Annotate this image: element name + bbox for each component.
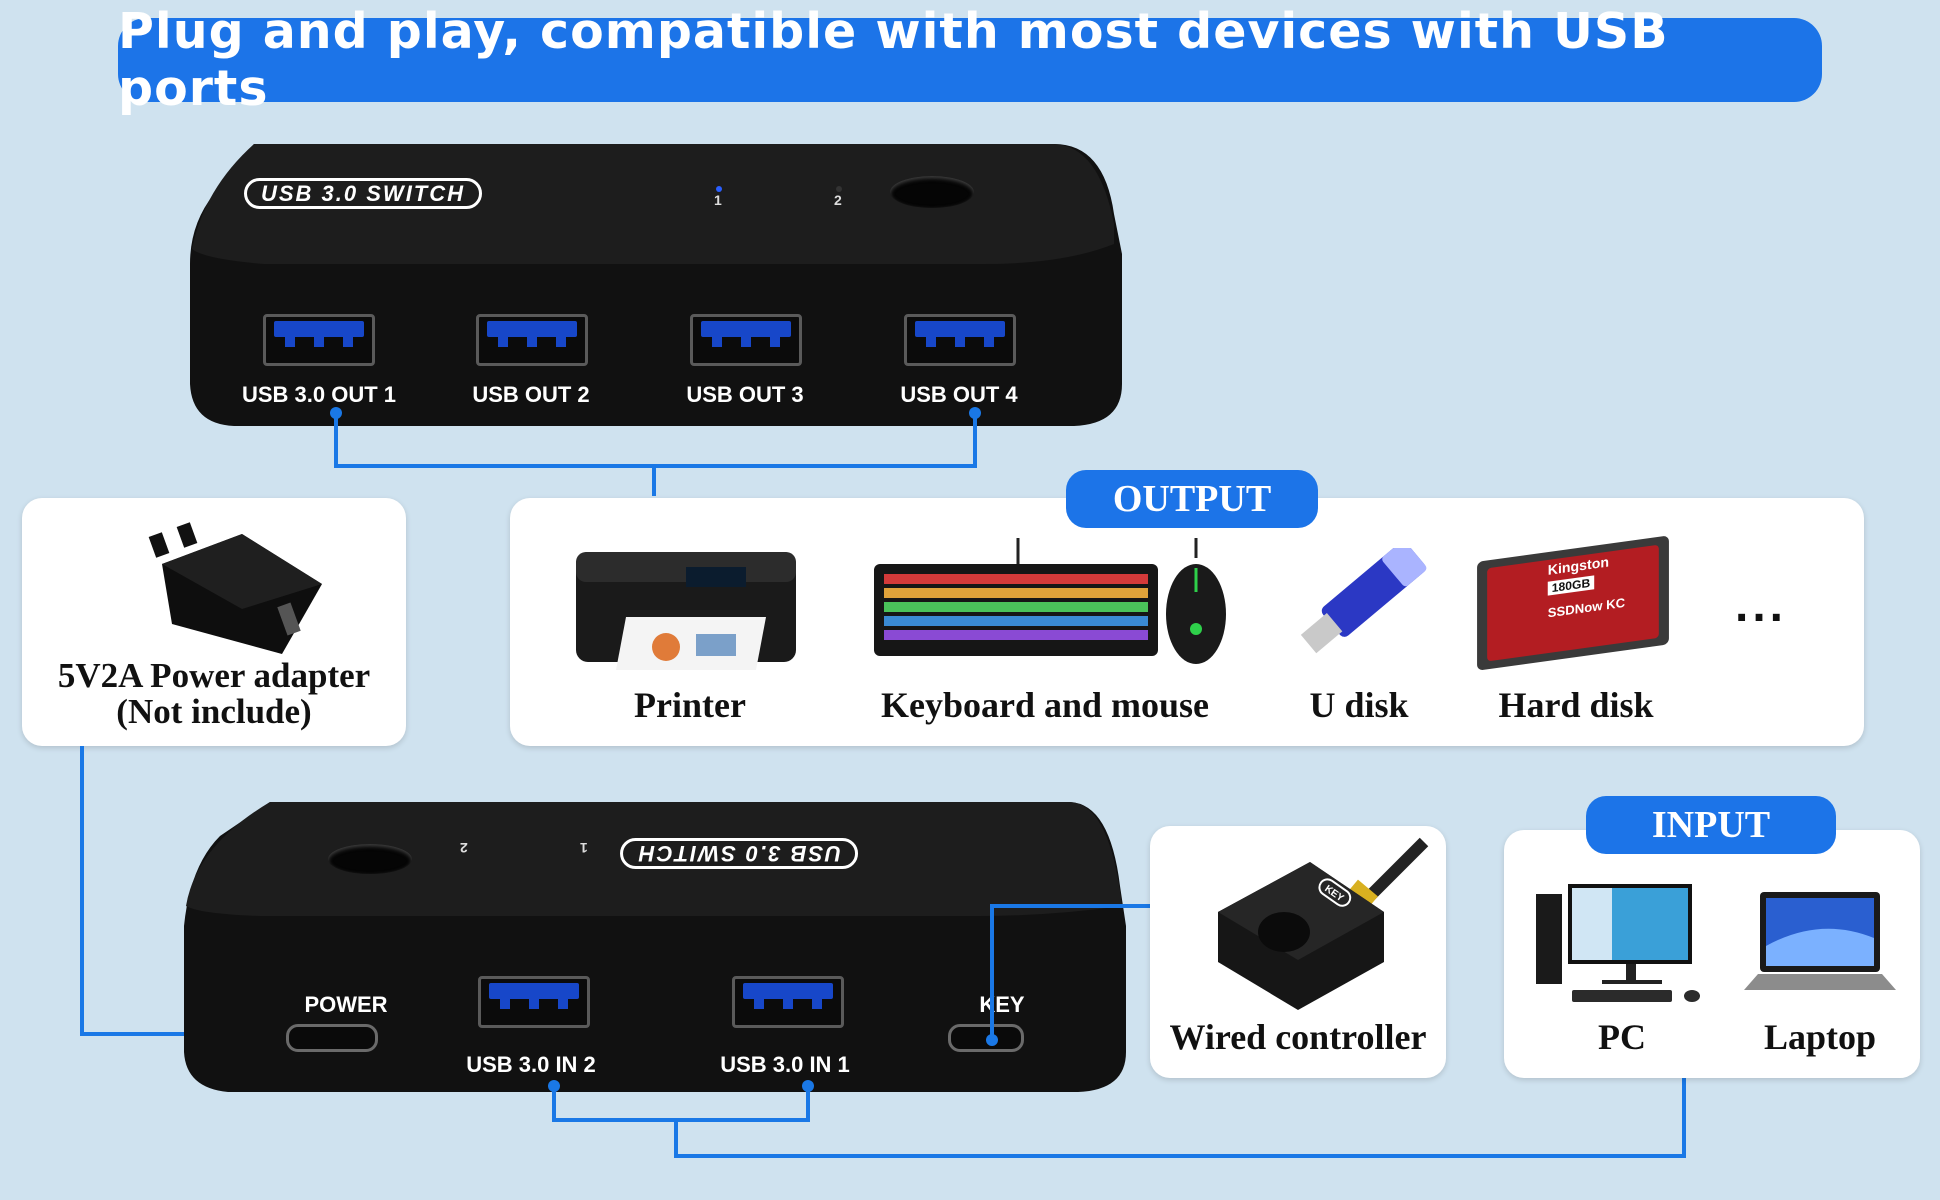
power-adapter-label: 5V2A Power adapter (Not include) [22,658,406,730]
bottom-switch-logo: USB 3.0 SWITCH [620,838,859,869]
led-1-label: 1 [714,192,722,208]
input-title-pill: INPUT [1586,796,1836,854]
hard-disk-icon: Kingston 180GB SSDNow KC [1477,535,1669,680]
power-adapter-line2: (Not include) [116,692,312,731]
top-switch-logo-text: USB 3.0 SWITCH [244,178,483,209]
output-title-pill: OUTPUT [1066,470,1318,528]
led-2-light [836,186,842,192]
usb-switch-top: USB 3.0 SWITCH 1 2 USB 3.0 OUT 1 USB OUT… [184,134,1122,430]
led-2: 2 [834,186,842,208]
input-card: PC Laptop [1504,830,1920,1078]
usb-out-4-socket [904,314,1016,366]
led-bottom-2-label: 2 [460,840,468,856]
key-port-label: KEY [979,992,1025,1017]
output-udisk-label: U disk [1309,685,1409,725]
power-port [286,1024,378,1052]
led-bottom-1-label: 1 [580,840,588,856]
usb-out-2-port [476,314,588,366]
led-bottom-1: 1 [580,840,588,856]
power-adapter-line1: 5V2A Power adapter [57,656,371,695]
switch-top-body [190,144,1122,426]
led-1: 1 [714,186,722,208]
usb-in-1-socket [732,976,844,1028]
input-laptop-label: Laptop [1763,1017,1877,1057]
switch-bottom-body [184,802,1126,1092]
usb-out-1-label: USB 3.0 OUT 1 [241,382,397,407]
usb-out-3-label: USB OUT 3 [686,382,804,407]
usb-in-1-port [732,976,844,1028]
usb-in-2-port [478,976,590,1028]
led-1-light [716,186,722,192]
wired-controller-icon: KEY [1218,837,1429,1010]
laptop-icon [1744,892,1896,990]
output-title: OUTPUT [1112,478,1272,520]
wired-controller-card: KEY Wired controller [1150,826,1446,1078]
pc-icon [1536,884,1700,1002]
usb-disk-icon [1300,548,1427,654]
led-bottom-2: 2 [460,840,468,856]
output-harddisk-label: Hard disk [1498,685,1654,725]
keyboard-mouse-icon [874,538,1226,664]
usb-in-2-label: USB 3.0 IN 2 [466,1052,596,1077]
banner-title: Plug and play, compatible with most devi… [118,3,1669,117]
usb-in-1-label: USB 3.0 IN 1 [720,1052,850,1077]
usb-out-3-socket [690,314,802,366]
usb-out-1-socket [263,314,375,366]
input-pc-label: PC [1598,1017,1646,1057]
usb-out-2-socket [476,314,588,366]
switch-button[interactable] [890,176,974,208]
power-adapter-icon [148,522,322,654]
output-printer-label: Printer [634,685,746,725]
usb-out-4-label: USB OUT 4 [900,382,1018,407]
usb-out-4-port [904,314,1016,366]
usb-out-1-port [263,314,375,366]
power-port-label: POWER [304,992,388,1017]
usb-out-2-label: USB OUT 2 [472,382,590,407]
output-keyboard-mouse-label: Keyboard and mouse [880,685,1210,725]
wired-controller-label: Wired controller [1169,1017,1427,1057]
usb-out-3-port [690,314,802,366]
usb-in-2-socket [478,976,590,1028]
bottom-switch-logo-text: USB 3.0 SWITCH [620,838,859,869]
input-title: INPUT [1651,804,1771,846]
top-switch-logo: USB 3.0 SWITCH [244,178,483,209]
printer-icon [576,552,796,670]
power-adapter-card: 5V2A Power adapter (Not include) [22,498,406,746]
more-devices-ellipsis: ... [1735,579,1788,632]
switch-button-bottom[interactable] [328,844,412,874]
output-card: Printer Keyboard and mouse U disk Kingst… [510,498,1864,746]
usb-switch-bottom: 2 1 USB 3.0 SWITCH POWER USB 3.0 IN 2 US… [180,796,1130,1096]
led-2-label: 2 [834,192,842,208]
title-banner: Plug and play, compatible with most devi… [118,3,1822,117]
